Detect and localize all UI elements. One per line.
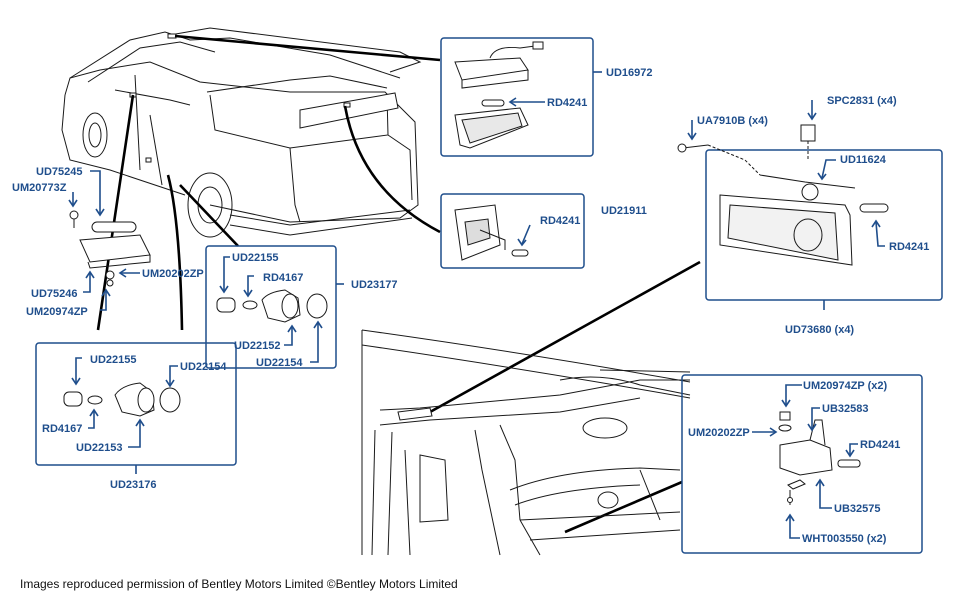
label-um20974zp-x2: UM20974ZP (x2) [803,380,888,392]
arrow-ud22154-b [169,365,178,386]
arrow-ud22153 [128,420,141,448]
label-rd4241-bottom: RD4241 [860,439,900,451]
arrow-ud11624 [821,159,836,179]
label-ud23176: UD23176 [110,479,156,491]
label-rd4167-b: RD4167 [42,423,82,435]
label-wht003550: WHT003550 (x2) [802,533,887,545]
lamp-unit-ud75245 [69,210,151,287]
label-rd4241-right: RD4241 [889,241,929,253]
arrow-ub32583 [811,407,820,430]
clip-spc2831 [800,124,816,160]
label-ud75246: UD75246 [31,288,77,300]
label-ud22152: UD22152 [234,340,280,352]
box-ud23177 [205,245,337,369]
label-ub32575: UB32575 [834,503,880,515]
label-spc2831: SPC2831 (x4) [827,95,897,107]
box-ud16972 [440,37,594,157]
label-um20773z: UM20773Z [12,182,67,194]
arrow-rd4167-a [247,275,254,296]
label-ud23177: UD23177 [351,279,397,291]
label-um20202zp-left: UM20202ZP [142,268,204,280]
label-ud11624: UD11624 [840,154,887,166]
label-ud22154-b: UD22154 [180,361,227,373]
arrow-wht003550 [789,515,800,539]
lamp-unit-ud23177 [216,289,328,323]
copyright-footer: Images reproduced permission of Bentley … [20,577,458,591]
label-ua7910b: UA7910B (x4) [697,115,768,127]
arrow-um20974zp-x2 [785,384,802,406]
screw-ua7910b [677,143,761,176]
arrow-ud22154-a [310,322,319,363]
label-ud21911: UD21911 [601,205,647,217]
label-rd4241-mid: RD4241 [540,215,580,227]
arrow-um20974zp-left [100,290,107,311]
label-ud75245: UD75245 [36,166,82,178]
label-um20974zp-left: UM20974ZP [26,306,88,318]
lamp-unit-ud16972 [454,41,544,149]
label-ub32583: UB32583 [822,403,868,415]
arrow-ud22155-b [75,357,82,384]
label-ud16972: UD16972 [606,67,652,79]
arrow-ud75246 [83,272,91,293]
label-um20202zp-right: UM20202ZP [688,427,750,439]
lamp-unit-ud73680 [719,174,889,266]
arrow-rd4241-mid [521,224,531,245]
arrow-rd4167-b [88,410,95,429]
label-rd4167-a: RD4167 [263,272,303,284]
arrow-ub32575 [819,480,832,509]
label-ud22153: UD22153 [76,442,122,454]
bracket-unit [778,411,861,505]
label-ud22155-b: UD22155 [90,354,136,366]
arrow-rd4241-bottom [849,443,858,455]
arrow-ud75245 [90,170,101,215]
arrow-rd4241-right [875,221,885,247]
label-ud73680: UD73680 (x4) [785,324,854,336]
interior-illustration [361,329,691,556]
box-ud21911 [440,193,585,269]
lamp-unit-ud23176 [63,382,181,417]
arrow-ud22152 [284,326,293,346]
label-ud22154-a: UD22154 [256,357,303,369]
label-rd4241-top: RD4241 [547,97,587,109]
arrow-ud22155-a [223,256,230,292]
label-ud22155-a: UD22155 [232,252,278,264]
box-bracket-hardware [681,374,923,554]
lamp-unit-ud21911 [454,204,529,261]
car-illustration [61,27,422,238]
leader-lines [96,34,701,534]
